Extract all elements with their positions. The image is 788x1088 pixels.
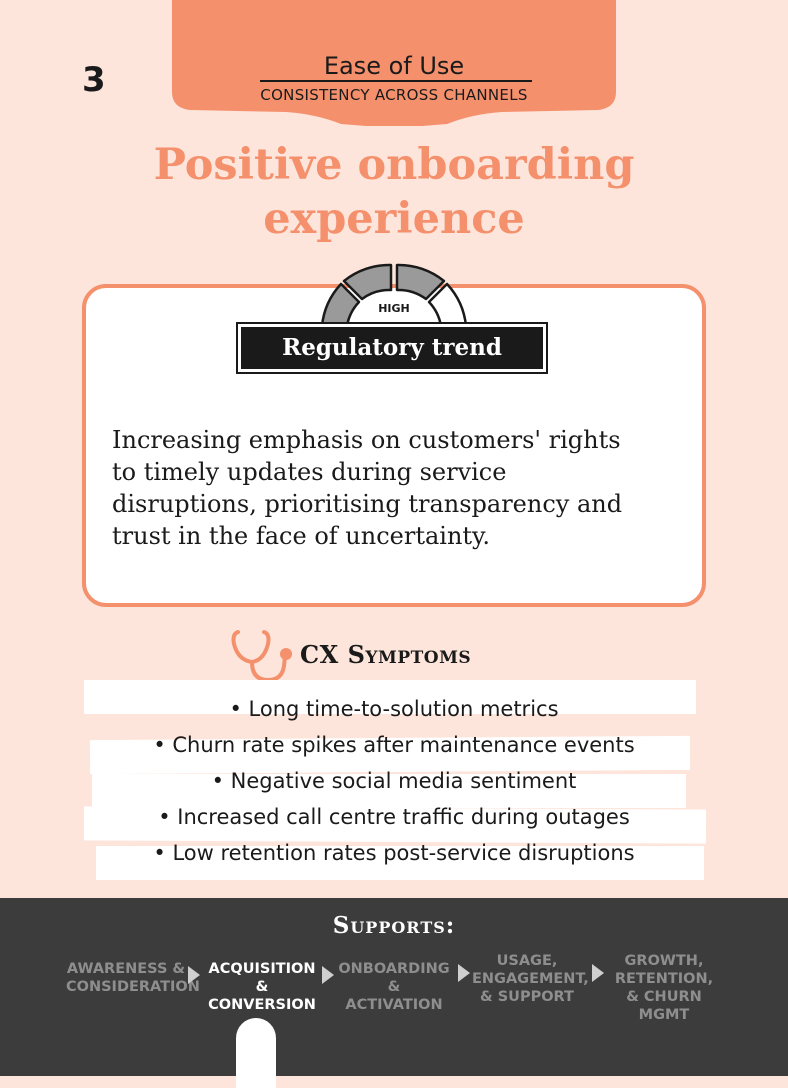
- chevron-right-icon: [592, 964, 604, 982]
- symptoms-header: CX Symptoms: [230, 626, 570, 686]
- supports-label: Supports:: [332, 912, 456, 939]
- symptom-strip: [84, 680, 696, 714]
- chevron-right-icon: [188, 966, 200, 984]
- description-line: disruptions, prioritising transparency a…: [112, 490, 623, 518]
- page-title-line-1: Positive onboarding: [153, 140, 635, 190]
- stage-line: & CONVERSION: [208, 979, 316, 1013]
- stage-line: ONBOARDING: [338, 961, 450, 977]
- symptom-item: • Churn rate spikes after maintenance ev…: [153, 733, 635, 757]
- stage-growth: GROWTH, RETENTION, & CHURN MGMT: [604, 952, 724, 1024]
- symptom-item: • Increased call centre traffic during o…: [158, 805, 630, 829]
- symptom-item: • Low retention rates post-service disru…: [153, 841, 635, 865]
- description-panel: [82, 284, 706, 607]
- stage-line: CONSIDERATION: [66, 979, 200, 995]
- category-subtitle: CONSISTENCY ACROSS CHANNELS: [260, 86, 528, 104]
- chevron-right-icon: [458, 964, 470, 982]
- category-divider: [260, 80, 532, 82]
- stage-line: & ACTIVATION: [345, 979, 443, 1013]
- symptom-strip: [96, 846, 704, 880]
- page-title: Positive onboarding experience: [0, 138, 788, 246]
- description-line: Increasing emphasis on customers' rights: [112, 426, 621, 454]
- stage-acquisition: ACQUISITION & CONVERSION: [204, 960, 320, 1014]
- stage-line: ACQUISITION: [208, 961, 316, 977]
- trend-label: Regulatory trend: [241, 327, 543, 369]
- symptom-item: • Long time-to-solution metrics: [229, 697, 559, 721]
- stage-line: & CHURN MGMT: [626, 989, 702, 1023]
- stage-onboarding: ONBOARDING & ACTIVATION: [338, 960, 450, 1014]
- category-tab-shape: [172, 0, 616, 126]
- trend-banner: Regulatory trend: [236, 322, 548, 374]
- stage-line: RETENTION,: [614, 971, 714, 987]
- stethoscope-icon: [231, 630, 292, 683]
- description-text: Increasing emphasis on customers' rights…: [112, 424, 682, 552]
- symptoms-title: CX Symptoms: [300, 640, 472, 669]
- card-number: 3: [82, 60, 106, 100]
- active-stage-indicator: [236, 1018, 276, 1088]
- stage-usage: USAGE, ENGAGEMENT, & SUPPORT: [472, 952, 589, 1006]
- stage-line: AWARENESS &: [66, 961, 186, 977]
- page-title-line-2: experience: [263, 194, 525, 244]
- chevron-right-icon: [322, 966, 334, 984]
- category-tab: Ease of Use CONSISTENCY ACROSS CHANNELS: [172, 0, 616, 126]
- stage-line: USAGE,: [496, 953, 558, 969]
- supports-footer: Supports: AWARENESS & CONSIDERATION ACQU…: [0, 898, 788, 1076]
- gauge-icon: [320, 263, 468, 328]
- category-title: Ease of Use: [323, 52, 465, 80]
- symptom-item: • Negative social media sentiment: [211, 769, 577, 793]
- symptom-strip: [92, 774, 686, 808]
- stage-line: & SUPPORT: [480, 989, 574, 1005]
- description-line: to timely updates during service: [112, 458, 507, 486]
- stage-line: GROWTH,: [624, 953, 704, 969]
- stage-awareness: AWARENESS & CONSIDERATION: [66, 960, 200, 996]
- description-line: trust in the face of uncertainty.: [112, 522, 491, 550]
- gauge-level-label: HIGH: [378, 302, 410, 315]
- stage-line: ENGAGEMENT,: [472, 971, 589, 987]
